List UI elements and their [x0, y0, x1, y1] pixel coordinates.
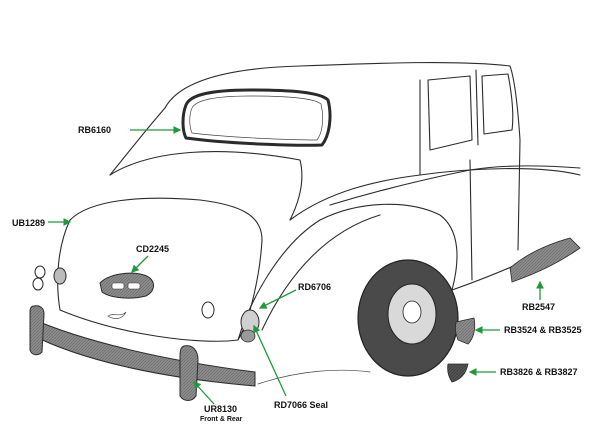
rear-window: [181, 88, 332, 147]
label-rd7066: RD7066 Seal: [274, 400, 328, 410]
label-rb3826: RB3826 & RB3827: [500, 367, 578, 377]
plinth-lens-left: [111, 282, 125, 290]
boot-handle-plinth: [99, 272, 154, 299]
door-line: [419, 79, 473, 281]
overrider-left: [29, 305, 45, 356]
stone-guard-rb3826: [447, 363, 469, 383]
label-cd2245: CD2245: [136, 244, 169, 254]
door-pillar: [475, 69, 521, 251]
fender-lamp-seal: [240, 329, 256, 343]
label-rb3524: RB3524 & RB3525: [504, 325, 582, 335]
boot-emblem: [107, 311, 127, 319]
plinth-lens-right: [127, 282, 141, 290]
fender-crease: [261, 214, 381, 331]
left-tail-lamp-lower: [32, 277, 44, 291]
right-tail-lamp: [201, 301, 215, 319]
leader-cd2245: [131, 255, 149, 273]
side-window-front: [427, 75, 473, 151]
hub-centre: [402, 300, 422, 324]
trunk-top: [109, 151, 303, 221]
leader-ur8130: [193, 381, 215, 405]
side-window-rear: [481, 73, 514, 135]
body-side: [289, 168, 581, 221]
label-rd6706: RD6706: [298, 282, 331, 292]
label-ub1289: UB1289: [12, 218, 45, 228]
rear-fender: [237, 203, 458, 341]
roof-outline: [164, 61, 521, 141]
leader-rd6706: [258, 289, 297, 309]
label-ur8130: UR8130: [204, 404, 237, 414]
cabin-rear-pillar: [109, 107, 166, 176]
body-chrome-strip: [329, 165, 581, 206]
rear-window-inner: [189, 95, 323, 141]
overrider-right: [179, 345, 199, 401]
leader-rd7066: [253, 324, 287, 397]
ground-line: [257, 369, 371, 385]
left-reflector: [53, 267, 67, 285]
rear-bumper: [29, 317, 256, 387]
running-board-shading: [509, 237, 581, 283]
label-rb6160: RB6160: [78, 125, 111, 135]
label-rb2547: RB2547: [522, 302, 555, 312]
left-tail-lamp-upper: [34, 265, 46, 279]
stone-guard-rb3524: [455, 317, 476, 345]
label-ur8130-note: Front & Rear: [200, 416, 243, 423]
trunk-lid: [57, 197, 263, 342]
